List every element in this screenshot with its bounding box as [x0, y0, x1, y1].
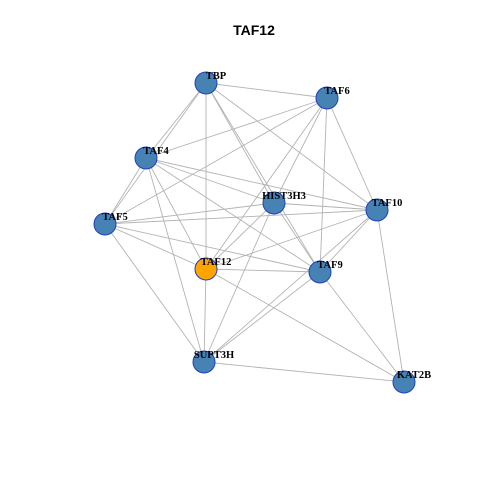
edge-taf4-hist3h3 [145, 157, 275, 204]
edge-hist3h3-taf10 [273, 202, 378, 211]
edge-tbp-taf9 [205, 82, 321, 273]
node-hist3h3: HIST3H3 [262, 191, 306, 215]
node-taf10: TAF10 [365, 198, 403, 222]
node-supt3h: SUPT3H [192, 350, 234, 374]
node-circle-taf9 [308, 260, 332, 284]
edge-taf5-supt3h [104, 223, 205, 363]
edge-tbp-taf10 [205, 82, 378, 211]
edge-tbp-taf4 [145, 82, 207, 159]
node-circle-tbp [194, 71, 218, 95]
edge-taf10-taf9 [319, 209, 378, 273]
node-taf5: TAF5 [93, 212, 128, 236]
edge-taf6-taf4 [145, 97, 328, 159]
node-circle-taf10 [365, 198, 389, 222]
edge-taf6-taf5 [104, 97, 328, 225]
node-circle-taf6 [315, 86, 339, 110]
node-tbp: TBP [194, 71, 227, 95]
edge-tbp-taf6 [205, 82, 328, 99]
node-circle-taf5 [93, 212, 117, 236]
node-circle-kat2b [392, 370, 416, 394]
edge-taf6-taf12 [205, 97, 328, 270]
edge-taf5-taf9 [104, 223, 321, 273]
edge-taf9-kat2b [319, 271, 405, 383]
edge-taf10-supt3h [203, 209, 378, 363]
node-label-taf4: TAF4 [143, 146, 169, 157]
node-taf12: TAF12 [194, 257, 232, 281]
node-label-taf9: TAF9 [317, 260, 342, 271]
edge-taf9-supt3h [203, 271, 321, 363]
node-taf6: TAF6 [315, 86, 350, 110]
edge-hist3h3-supt3h [203, 202, 275, 363]
node-label-supt3h: SUPT3H [194, 350, 234, 361]
edge-taf10-taf12 [205, 209, 378, 270]
edge-taf12-supt3h [203, 268, 207, 363]
node-taf9: TAF9 [308, 260, 343, 284]
node-circle-taf4 [134, 146, 158, 170]
edge-taf4-supt3h [145, 157, 205, 363]
edge-taf4-taf9 [145, 157, 321, 273]
edge-taf6-taf10 [326, 97, 378, 211]
edge-taf12-taf9 [205, 268, 321, 273]
node-label-tbp: TBP [206, 71, 227, 82]
node-label-kat2b: KAT2B [397, 370, 431, 381]
edge-taf4-taf10 [145, 157, 378, 211]
graph-title: TAF12 [233, 22, 275, 38]
edge-taf10-kat2b [376, 209, 405, 383]
node-circle-hist3h3 [262, 191, 286, 215]
edge-tbp-hist3h3 [205, 82, 275, 204]
edge-taf6-hist3h3 [273, 97, 328, 204]
node-label-hist3h3: HIST3H3 [262, 191, 306, 202]
edge-taf4-taf12 [145, 157, 207, 270]
edge-supt3h-kat2b [203, 361, 405, 383]
node-label-taf6: TAF6 [324, 86, 349, 97]
edge-taf4-taf5 [104, 157, 147, 225]
node-label-taf5: TAF5 [102, 212, 127, 223]
node-label-taf10: TAF10 [372, 198, 403, 209]
node-circle-supt3h [192, 350, 216, 374]
edge-taf5-taf12 [104, 223, 207, 270]
edge-hist3h3-taf12 [205, 202, 275, 270]
node-label-taf12: TAF12 [201, 257, 232, 268]
node-circle-taf12 [194, 257, 218, 281]
edge-taf12-kat2b [205, 268, 405, 383]
edge-layer [104, 82, 405, 383]
node-taf4: TAF4 [134, 146, 169, 170]
node-kat2b: KAT2B [392, 370, 431, 394]
edge-taf10-taf5 [104, 209, 378, 225]
edge-taf6-taf9 [319, 97, 328, 273]
edge-hist3h3-taf5 [104, 202, 275, 225]
